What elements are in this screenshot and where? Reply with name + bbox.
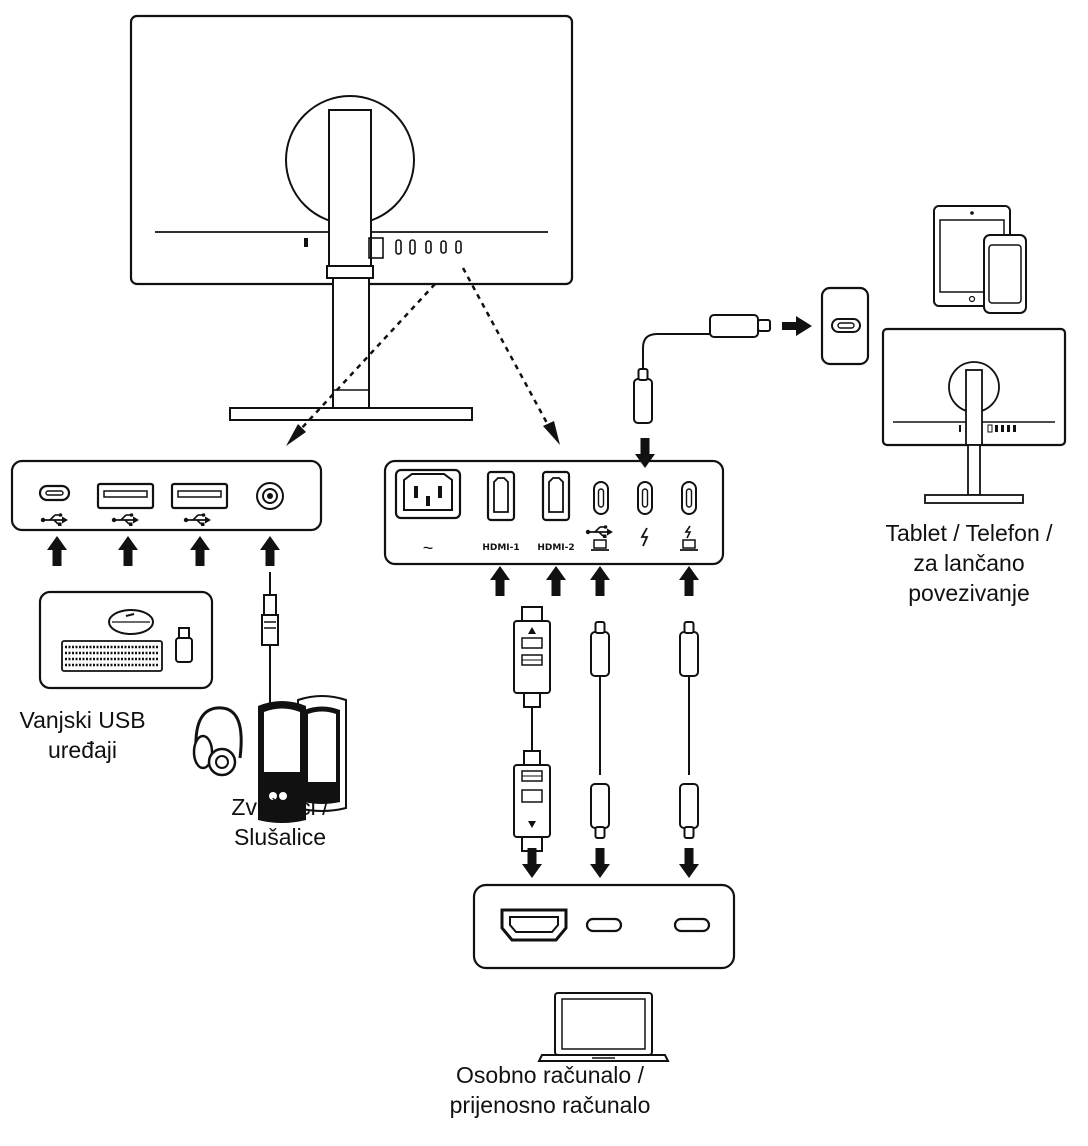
daisy-chain-cable xyxy=(633,314,812,424)
computer-port-panel xyxy=(472,883,736,970)
speakers-headphones-label: Zvučnici / Slušalice xyxy=(200,792,360,852)
laptop-icon xyxy=(680,539,698,551)
laptop-computer-icon xyxy=(537,992,670,1062)
hdmi-port-icon xyxy=(486,470,516,522)
hdmi1-label: HDMI-1 xyxy=(482,543,519,553)
thunderbolt-icon xyxy=(640,527,649,547)
hdmi-port-icon xyxy=(500,908,568,942)
monitor-icon xyxy=(881,327,1067,504)
keyboard-icon xyxy=(61,640,163,672)
power-label: ~ xyxy=(423,538,434,558)
hdmi2-label: HDMI-2 xyxy=(537,543,574,553)
usb-c-port-icon xyxy=(38,484,71,502)
usb-c-cable xyxy=(590,621,610,839)
label-line: Osobno računalo / xyxy=(456,1062,644,1088)
label-line: Tablet / Telefon / xyxy=(885,520,1053,546)
computer-label: Osobno računalo / prijenosno računalo xyxy=(430,1060,670,1120)
power-socket-icon xyxy=(394,468,462,520)
label-line: Slušalice xyxy=(233,824,327,850)
usb-devices-box xyxy=(38,590,214,690)
usb-stick-icon xyxy=(175,627,193,663)
usb-c-port-icon xyxy=(585,917,623,933)
label-line: uređaji xyxy=(47,737,118,763)
monitor-rear-view xyxy=(129,14,574,446)
label-line: Vanjski USB xyxy=(19,707,146,733)
usb-c-cable xyxy=(679,621,699,839)
main-port-panel: ~ HDMI-1 HDMI-2 xyxy=(383,459,725,566)
label-line: za lančano xyxy=(913,550,1025,576)
audio-cable xyxy=(261,572,279,736)
label-line: povezivanje xyxy=(908,580,1030,606)
usb-c-adapter-icon xyxy=(820,286,870,366)
tablet-phone-label: Tablet / Telefon / za lančano povezivanj… xyxy=(850,518,1088,608)
hdmi-port-icon xyxy=(541,470,571,522)
headphone-jack-icon xyxy=(256,482,284,510)
speakers-icon xyxy=(258,695,347,823)
side-port-panel xyxy=(10,459,323,532)
usb-devices-label: Vanjski USB uređaji xyxy=(0,705,165,765)
headphones-icon xyxy=(192,706,243,777)
laptop-icon xyxy=(591,539,609,551)
label-line: prijenosno računalo xyxy=(449,1092,651,1118)
label-line: Zvučnici / xyxy=(231,794,329,820)
mouse-icon xyxy=(108,609,154,635)
usb-a-port-icon xyxy=(96,482,155,510)
phone-icon xyxy=(983,234,1027,314)
usb-c-port-icon xyxy=(673,917,711,933)
hdmi-cable xyxy=(513,606,551,852)
thunderbolt-icon xyxy=(684,525,692,539)
usb-a-port-icon xyxy=(170,482,229,510)
